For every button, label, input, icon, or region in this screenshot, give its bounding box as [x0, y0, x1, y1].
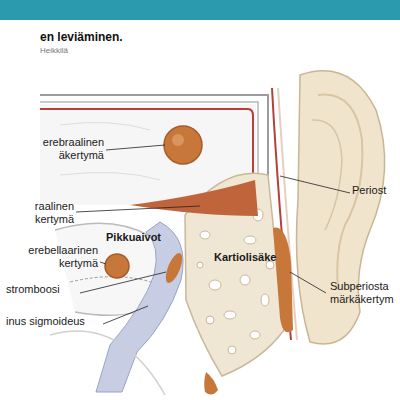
part-label: inus sigmoideus — [6, 315, 106, 328]
part-label: raalinen kertymä — [6, 200, 74, 226]
part-label: Pikkuaivot — [106, 231, 176, 244]
part-label: erebellaarinen kertymä — [6, 244, 98, 270]
part-label: stromboosi — [6, 283, 86, 296]
part-label: erebraalinen äkertymä — [6, 136, 104, 162]
part-label: Periost — [352, 184, 399, 197]
part-label: Heikkilä — [40, 46, 160, 56]
title: en leviäminen. — [40, 30, 123, 44]
part-label: Kartiolisäke — [214, 251, 294, 264]
part-label: Subperiosta märkäkertym — [330, 280, 399, 306]
